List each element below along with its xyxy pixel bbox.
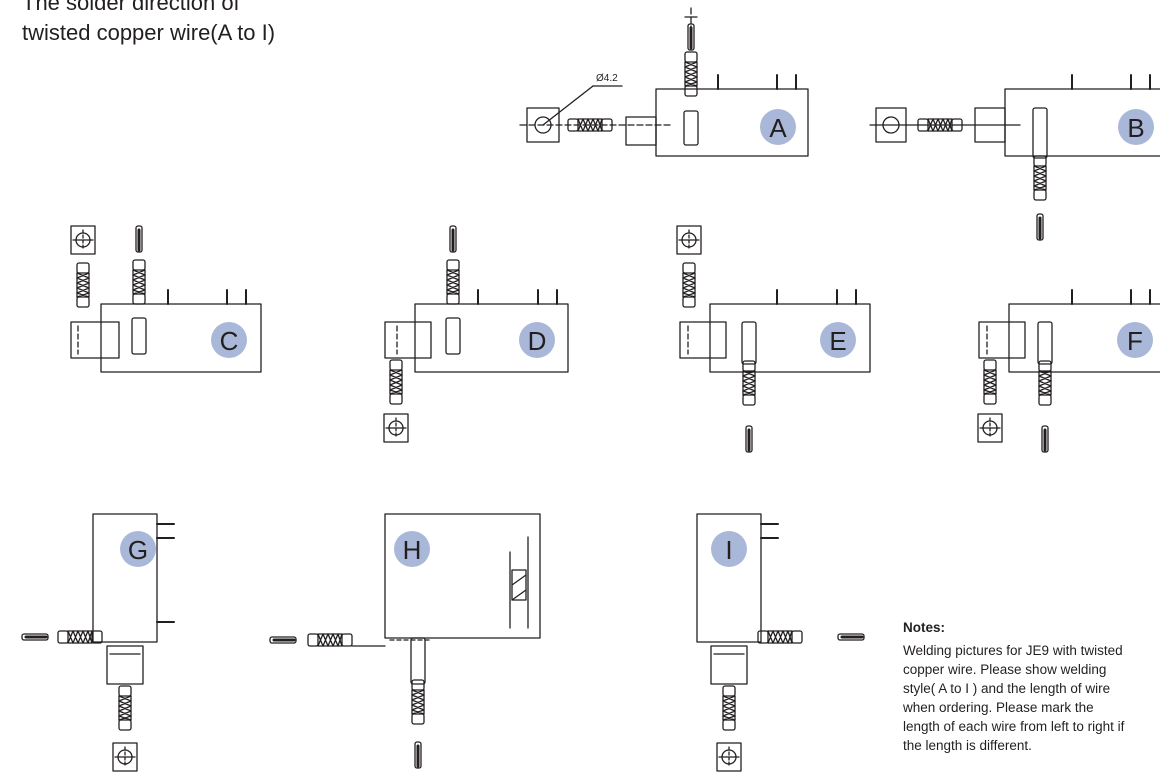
badge-circle-a <box>760 109 796 145</box>
notes-line: Welding pictures for JE9 with twisted <box>903 643 1123 658</box>
badge-letter-h: H <box>403 535 422 565</box>
dimension-label: Ø4.2 <box>596 73 618 84</box>
notes-line: style( A to I ) and the length of wire <box>903 681 1111 696</box>
notes-line: when ordering. Please mark the <box>903 700 1094 715</box>
badge-circle-h <box>394 531 430 567</box>
variant-b <box>869 74 1160 242</box>
diagram-title: The solder direction of twisted copper w… <box>22 0 275 48</box>
notes-line: copper wire. Please show welding <box>903 662 1107 677</box>
variant-g <box>20 513 175 772</box>
title-line-2: twisted copper wire(A to I) <box>22 20 276 45</box>
variant-d <box>383 224 569 443</box>
badge-letter-i: I <box>725 535 732 565</box>
badge-circle-e <box>820 322 856 358</box>
badge-circle-g <box>120 531 156 567</box>
variant-c <box>70 224 262 373</box>
badge-letter-g: G <box>128 535 148 565</box>
badge-letter-e: E <box>829 326 846 356</box>
variant-f <box>977 289 1160 454</box>
variant-i <box>696 513 866 772</box>
badge-circle-b <box>1118 109 1154 145</box>
badge-letter-f: F <box>1127 326 1143 356</box>
notes-line: the length is different. <box>903 738 1032 753</box>
notes-heading: Notes: <box>903 620 946 635</box>
variant-a <box>519 7 809 157</box>
badge-letter-b: B <box>1127 113 1144 143</box>
badge-circle-c <box>211 322 247 358</box>
badge-circle-d <box>519 322 555 358</box>
badge-circle-f <box>1117 322 1153 358</box>
badge-letter-c: C <box>220 326 239 356</box>
title-line-1: The solder direction of <box>22 0 240 15</box>
variant-e <box>676 225 871 454</box>
badge-letter-a: A <box>769 113 787 143</box>
badge-letter-d: D <box>528 326 547 356</box>
notes-line: length of each wire from left to right i… <box>903 719 1125 734</box>
badge-circle-i <box>711 531 747 567</box>
notes-block: Notes: Welding pictures for JE9 with twi… <box>903 618 1160 755</box>
variant-h <box>268 513 541 770</box>
